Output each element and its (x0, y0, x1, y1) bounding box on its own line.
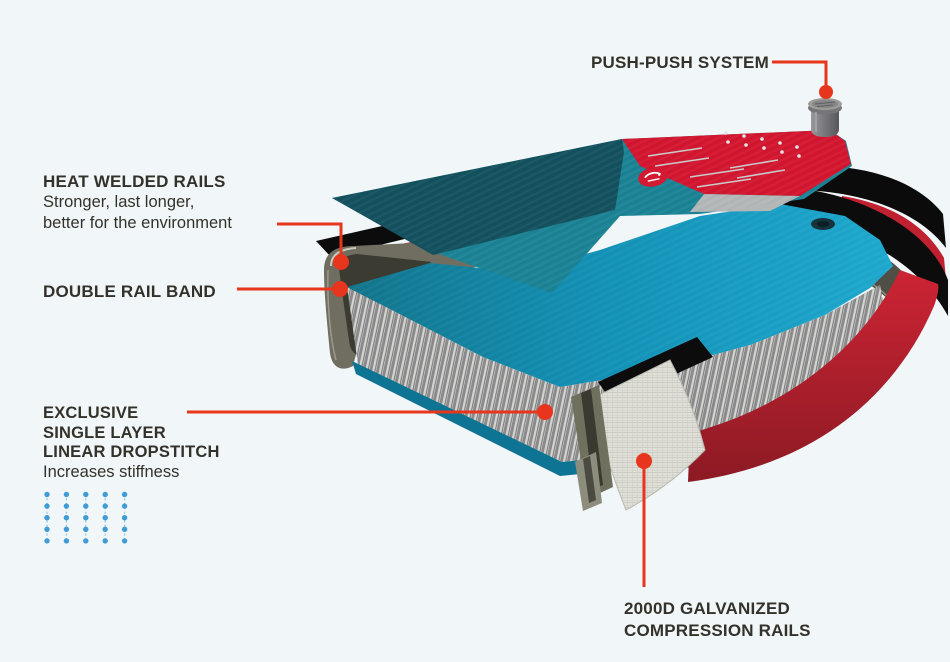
annotation-markers (187, 60, 833, 587)
push-push-valve (808, 98, 842, 137)
marker-compression-dot (636, 453, 652, 469)
brand-logo (638, 167, 668, 187)
compression-title-1: 2000D GALVANIZED (624, 599, 790, 618)
deck-pad-grooves (647, 147, 786, 188)
label-push-push-system: PUSH-PUSH SYSTEM (591, 53, 769, 72)
compression-title-2: COMPRESSION RAILS (624, 621, 811, 640)
tail-outer-rail-red (688, 270, 939, 482)
dropstitch-dots-pattern (44, 491, 128, 544)
marker-double-rail-dot (332, 281, 348, 297)
dropstitch-desc: Increases stiffness (43, 462, 180, 481)
label-compression-rails: 2000D GALVANIZED COMPRESSION RAILS (624, 598, 811, 642)
rail-channel (571, 385, 613, 511)
dropstitch-title-1: EXCLUSIVE (43, 404, 139, 422)
marker-dropstitch-dot (537, 404, 553, 420)
heat-welded-desc-2: better for the environment (43, 214, 232, 232)
heat-welded-desc-1: Stronger, last longer, (43, 193, 195, 211)
dropstitch-title-2: SINGLE LAYER (43, 423, 166, 442)
leader-push-push-line (772, 60, 828, 92)
marker-push-push-dot (819, 85, 833, 99)
dropstitch-title-3: LINEAR DROPSTITCH (43, 443, 220, 461)
label-heat-welded-rails: HEAT WELDED RAILS Stronger, last longer,… (43, 171, 232, 234)
deck-sheet (332, 130, 852, 293)
marker-heat-welded-dot (333, 254, 349, 270)
tail-rail-black-outer (782, 166, 946, 248)
deck-pad-dots (724, 131, 801, 158)
heat-welded-title: HEAT WELDED RAILS (43, 172, 226, 191)
label-double-rail-band: DOUBLE RAIL BAND (43, 282, 216, 301)
label-dropstitch: EXCLUSIVE SINGLE LAYER LINEAR DROPSTITCH… (43, 404, 220, 482)
board-top-surface (347, 204, 893, 387)
dropstitch-core (347, 285, 888, 462)
leader-heat-welded-line (277, 222, 343, 261)
bottom-skin (352, 330, 892, 476)
